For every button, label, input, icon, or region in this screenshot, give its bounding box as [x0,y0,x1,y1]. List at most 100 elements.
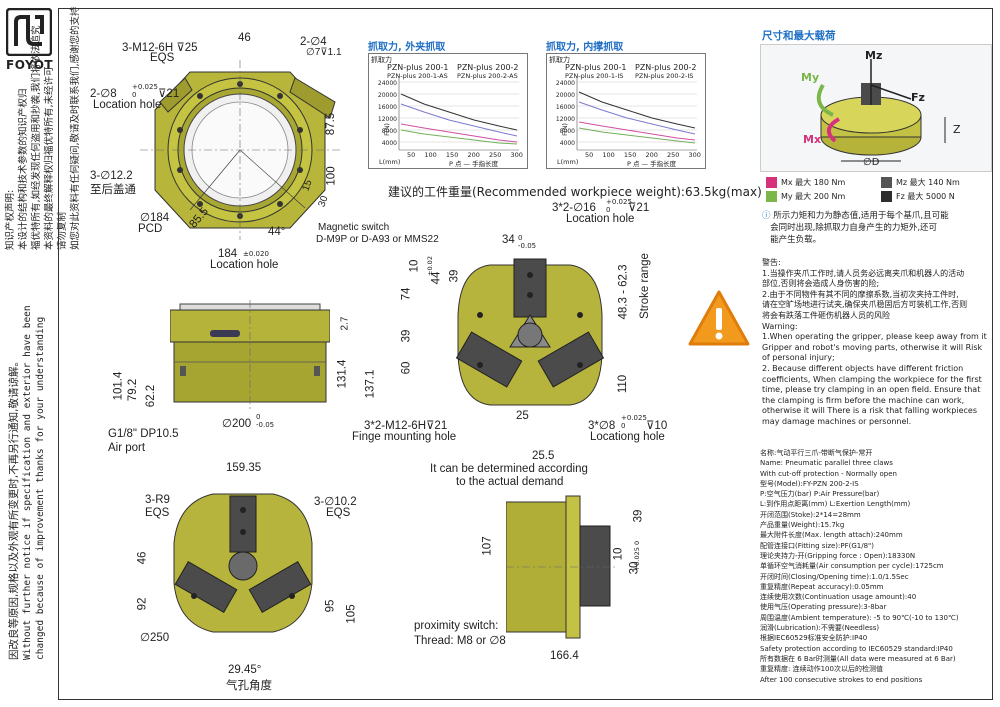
spec-line: 理论夹持力-开(Gripping force : Open):18330N [760,551,916,560]
info-icon: ⓘ [762,211,771,221]
chart1-box: 抓取力 PZN-plus 200-1 PZN-plus 200-2 PZN-pl… [368,53,528,169]
dim-eqs-1: EQS [145,507,170,519]
side-view [169,300,331,414]
dim-loc-hole-spec: 2-∅8 [90,88,117,100]
load-panel-title: 尺寸和最大载荷 [762,30,836,42]
spec-line: 连续使用次数(Continuation usage amount):40 [760,593,917,602]
legend-fz: Fz 最大 5000 N [881,190,955,204]
chart2-title: 抓取力, 内撑抓取 [546,42,624,53]
spec-line: L:到作用点距离(mm) L:Exertion Length(mm) [760,500,911,509]
spec-line: 润滑(Lubrication):不需要(Needless) [760,624,880,633]
legend-mx: Mx 最大 180 Nm [766,176,881,190]
load-diagram: Mz My Mx Fz Z ∅D [760,44,992,172]
spec-line: With cut-off protection - Normally open [760,469,897,478]
side-view-2 [505,492,616,646]
chart2-box: 抓取力 PZN-plus 200-1 PZN-plus 200-2 PZN-pl… [546,53,706,169]
spec-line: 名称:气动平行三爪-带断气保护-常开 [760,449,873,457]
dim-105: 105 [345,604,358,624]
spec-line: P:空气压力(bar) P:Air Pressure(bar) [760,490,880,499]
dim-d16-depth: ⊽21 [628,202,650,214]
dim-39-side: 39 [632,509,645,523]
legend-my: My 最大 200 Nm [766,190,881,204]
dim-d102: 3-∅10.2 [314,496,357,508]
dim-eqs-2: EQS [326,507,351,519]
dim-m12: 3-M12-6H ⊽25 [122,42,198,54]
change-notice: 因改良等原因,规格以及外观有所变更时,不再另行通知,敬请谅解。 Without … [8,305,46,660]
dim-483: 48.3 - 62.3 [617,264,630,320]
air-angle-label: 气孔角度 [226,680,272,692]
air-port-label: Air port [108,442,146,454]
dim-34: 34 [502,234,515,246]
dim-d8: 3*∅8 [588,420,616,432]
spec-line: 周围温度(Ambient temperature): -5 to 90℃(-10… [760,613,959,622]
dim-10: 10 [408,259,421,273]
dim-100: 100 [325,166,338,186]
dim-1014: 101.4 [112,371,125,401]
dim-pcd: PCD [138,223,163,235]
finge-mounting-label: Finge mounting hole [352,431,457,443]
dim-1664: 166.4 [550,650,579,662]
dim-10-side: 10 [612,547,625,561]
dim-d200: ∅200 [222,418,252,430]
spec-line: 开闭范围(Stoke):2*14=28mm [760,510,861,519]
specs-list: 名称:气动平行三爪-带断气保护-常开 Name: Pneumatic paral… [760,448,990,685]
spec-line: 单循环空气消耗量(Air consumption per cycle):1725… [760,562,944,571]
drawing-sheet [58,8,993,700]
legend-mz: Mz 最大 140 Nm [881,176,960,190]
spec-line: After 100 consecutive strokes to end pos… [760,675,923,684]
top-view [130,40,360,244]
spec-line: 重复精度(Repeat accuracy):0.05mm [760,582,884,591]
logo-text: FOYOT [6,58,54,72]
dim-60: 60 [400,361,413,375]
spec-line: 使用气压(Operating pressure):3-8bar [760,603,887,612]
dim-44deg: 44° [268,226,286,238]
chart1-title: 抓取力, 外夹抓取 [368,42,446,53]
dim-27: 2.7 [339,316,351,331]
actual-demand-1: It can be determined according [430,463,588,475]
dim-255: 25.5 [532,450,555,462]
dim-loc-depth: ⊽21 [158,88,180,100]
dim-792: 79.2 [127,378,140,402]
dim-184: 184 [218,248,238,260]
dim-107: 107 [481,536,494,556]
proximity-thread: Thread: M8 or ∅8 [414,635,506,647]
warning-block: 警告: 1.当操作夹爪工作时,请人员务必远离夹爪和机器人的活动 部位,否则将会造… [762,258,987,426]
dim-1371: 137.1 [364,369,377,399]
spec-line: 产品重量(Weight):15.7kg [760,521,845,530]
dim-92: 92 [136,597,149,611]
dim-25: 25 [516,410,529,422]
dim-m12-front: 3*2-M12-6H⊽21 [364,420,448,432]
spec-line: 所有数据在 6 Bar时测量(All data were measured at… [760,654,956,663]
dim-110: 110 [617,374,630,394]
spec-line: 配管连接口(Fitting size):PF(G1/8") [760,541,875,550]
dim-d122-cn: 至后盖通 [90,184,136,196]
dim-d8-depth: ⊽10 [646,420,668,432]
dim-34-tol: 0-0.05 [518,234,537,250]
stroke-range-label: Stroke range [638,253,651,319]
locating-hole-label: Locationg hole [590,431,665,443]
dim-r9: 3-R9 [145,494,170,506]
proximity-switch-label: proximity switch: [414,620,499,632]
dim-d200-tol: 0-0.05 [256,413,275,429]
spec-line: Name: Pneumatic parallel three claws [760,459,893,468]
spec-line: Safety protection according to IEC60529 … [760,644,953,653]
dim-pcd-val: ∅184 [140,212,170,224]
spec-line: 型号(Model):FY-PZN 200-2-IS [760,479,859,488]
dim-95: 95 [324,599,337,613]
dim-44-front: 44 [430,271,443,285]
dim-622: 62.2 [145,384,158,408]
front-view [450,255,610,419]
bottom-view [168,488,318,642]
dim-d16: 3*2-∅16 [552,202,596,214]
load-note: ⓘ 所示力矩和力为静态值,适用于每个基爪,且可能 会同时出现,除抓取力自身产生的… [762,211,949,245]
dim-d4: 2-∅4 [300,36,327,48]
dim-eqs: EQS [150,52,175,64]
spec-line: 重复精度: 连续动作100次以后的检测值 [760,665,883,674]
dim-2945: 29.45° [228,664,262,676]
warning-icon [686,288,752,352]
dim-46: 46 [238,32,251,44]
actual-demand-2: to the actual demand [456,476,564,488]
